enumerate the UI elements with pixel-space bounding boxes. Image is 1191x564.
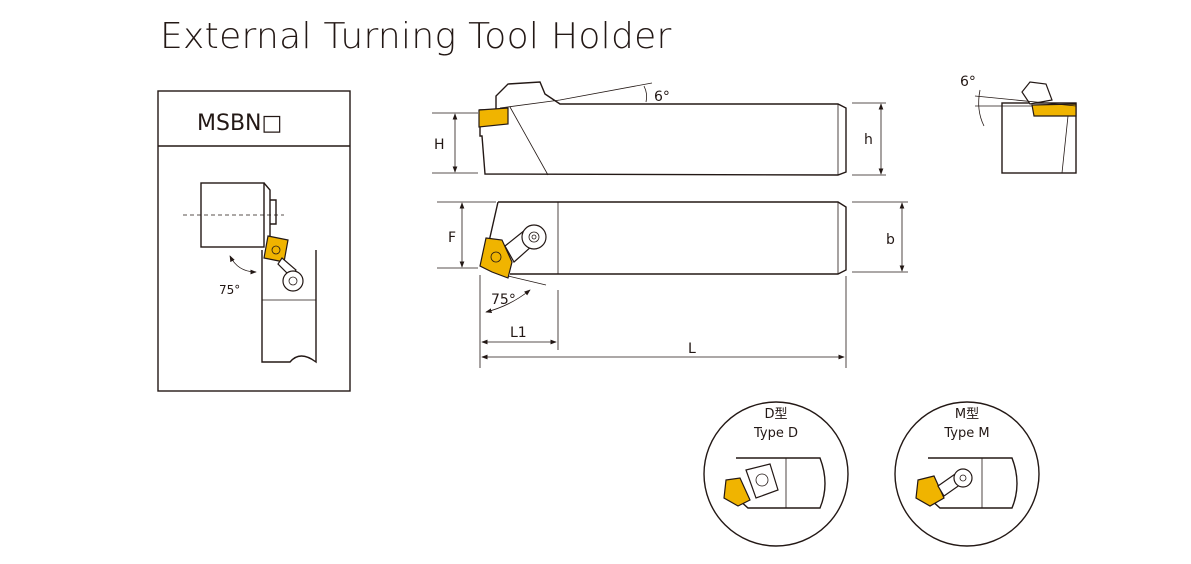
dim-h: h — [864, 132, 873, 148]
side-view: H 6° h — [432, 81, 886, 176]
dim-b: b — [886, 232, 895, 248]
end-view: 6° — [960, 74, 1077, 174]
type-m-en: Type M — [943, 426, 989, 441]
model-label: MSBN□ — [197, 111, 282, 136]
model-box: MSBN□ 75° — [157, 90, 351, 392]
cut-off-heading — [162, 0, 352, 4]
dim-L1: L1 — [510, 325, 527, 341]
type-m-detail: M型 Type M — [894, 401, 1040, 547]
dim-angle-top: 6° — [654, 89, 670, 105]
plan-view: F 75° b L1 L — [437, 201, 908, 368]
type-d-en: Type D — [753, 426, 798, 441]
type-d-detail: D型 Type D — [703, 401, 849, 547]
dim-angle-side: 6° — [960, 74, 976, 90]
type-m-cn: M型 — [955, 407, 979, 422]
model-angle: 75° — [219, 283, 240, 297]
type-d-cn: D型 — [764, 407, 787, 422]
dim-F: F — [448, 230, 456, 246]
dim-angle-plan: 75° — [491, 292, 516, 308]
dim-H: H — [434, 137, 445, 153]
dim-L: L — [688, 341, 696, 357]
page-title: External Turning Tool Holder — [160, 16, 672, 57]
